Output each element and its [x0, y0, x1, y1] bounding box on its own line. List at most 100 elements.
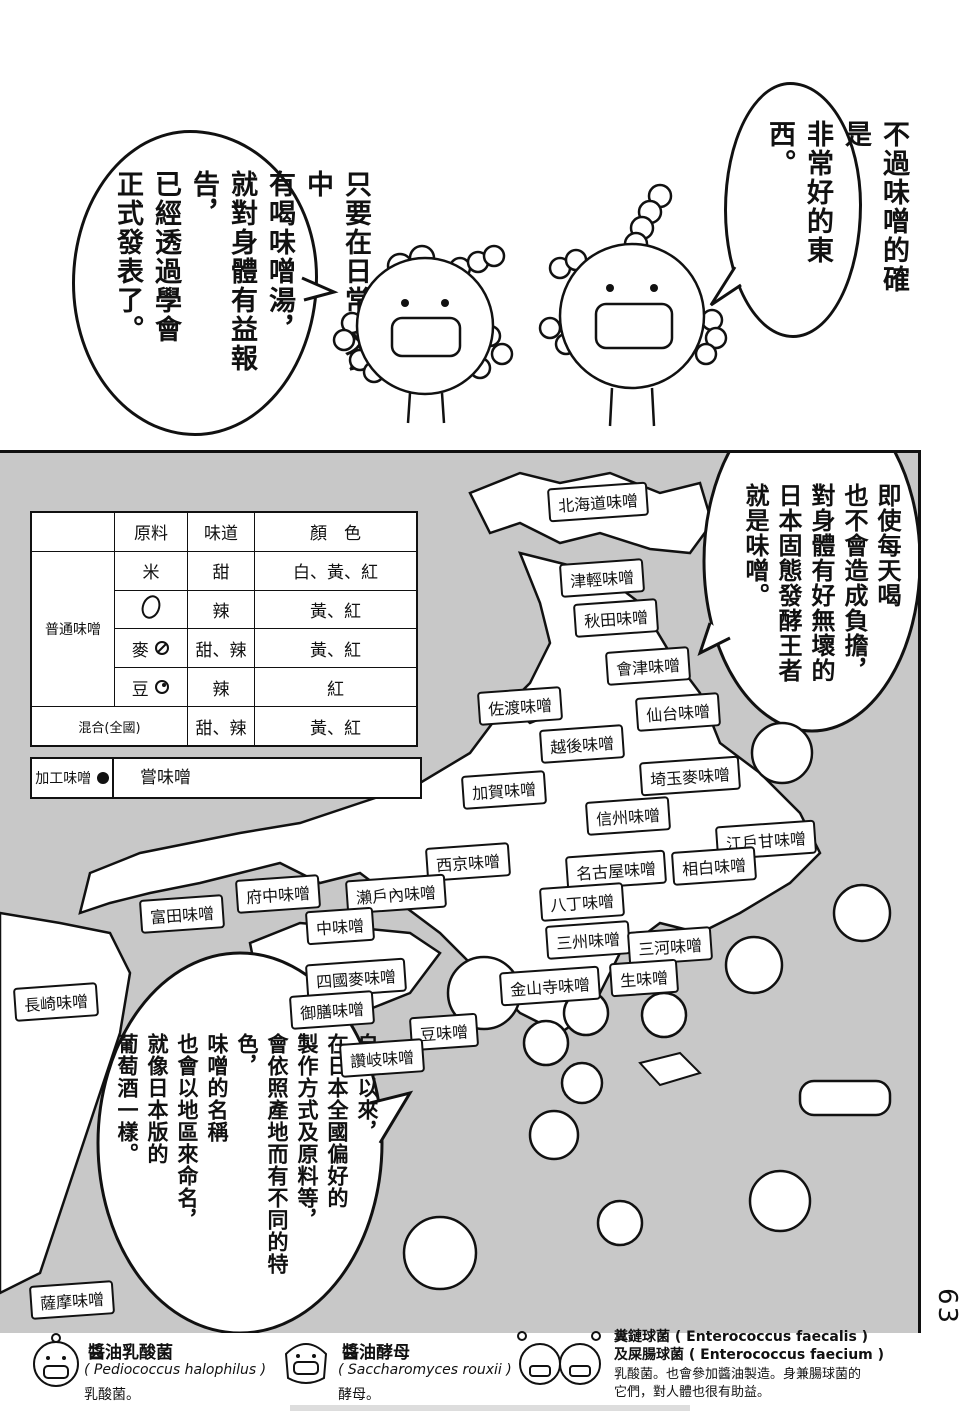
rice-grain-icon — [141, 595, 161, 619]
map-label-nagasaki: 長崎味噌 — [12, 982, 100, 1022]
map-small-island — [638, 1051, 702, 1087]
legend-item2-note: 酵母。 — [338, 1387, 380, 1403]
speech-right-text: 不過味噌的確是 非常好的東西。 — [760, 120, 912, 320]
speech-bubble-left — [72, 130, 318, 436]
map-label-kaga: 加賀味噌 — [460, 770, 548, 810]
table-cell-taste: 甜、辣 — [187, 628, 255, 669]
table-cell-taste: 辣 — [187, 589, 255, 630]
map-label-hokkaido: 北海道味噌 — [546, 481, 650, 523]
processed-miso-label-text: 加工味噌 — [35, 771, 92, 787]
koji-character-map — [750, 721, 814, 785]
table-cell-material-text: 麥 — [131, 640, 149, 661]
table-row: 混合(全國) 甜、辣 黃、紅 — [30, 706, 418, 747]
map-label-naka: 中味噌 — [304, 906, 376, 946]
map-label-sanuki: 讚岐味噌 — [338, 1038, 426, 1078]
table-cell-material: 米 — [114, 550, 188, 591]
legend-item2-title: 醬油酵母 — [342, 1343, 410, 1363]
soy-lactic-bacteria-icon — [33, 1333, 79, 1387]
speech-map-text: 即使每天喝 也不會造成負擔， 對身體有好無壞的 日本固態發酵王者 就是味噌。 — [738, 483, 903, 703]
speech-left-line: 有喝味噌湯， — [264, 170, 295, 344]
map-label-sendai: 仙台味噌 — [634, 692, 722, 732]
speech-right-line: 非常好的東西。 — [764, 120, 833, 265]
table-cell-color: 黃、紅 — [254, 628, 418, 669]
speech-bottom-line: 製作方式及原料等， — [295, 1033, 319, 1231]
speech-bubble-map-tail — [697, 622, 731, 656]
table-cell-color: 紅 — [254, 667, 418, 708]
koji-character-map — [402, 1215, 478, 1291]
speech-bottom-line: 葡萄酒一樣。 — [115, 1033, 139, 1165]
koji-character-right — [538, 183, 728, 427]
table-cell-taste: 辣 — [187, 667, 255, 708]
table-header: 味道 — [187, 511, 255, 552]
speech-bubble-left-tail — [301, 276, 339, 302]
map-label-akita: 秋田味噌 — [572, 598, 660, 638]
speech-map-line: 日本固態發酵王者 — [774, 483, 802, 683]
table-cell-material-rice-icon — [114, 589, 188, 630]
legend-item2-scientific: ( Saccharomyces rouxii ) — [338, 1362, 512, 1378]
speech-bubble-bottom — [96, 951, 384, 1333]
legend-item1-title: 醬油乳酸菌 — [88, 1343, 173, 1363]
table-header-row: 原料 味道 顏 色 — [30, 511, 418, 552]
table-cell-material: 豆 — [114, 667, 188, 708]
speech-left-text: 只要在日常飲食中 有喝味噌湯， 就對身體有益報告， 已經透過學會 正式發表了。 — [108, 170, 374, 400]
legend-item3-title2: 及屎腸球菌 ( Enterococcus faecium ) — [614, 1347, 885, 1363]
table-cell-color: 黃、紅 — [254, 706, 418, 747]
soy-yeast-icon — [284, 1343, 328, 1384]
speech-bottom-line: 會依照產地而有不同的特色， — [235, 1033, 289, 1275]
map-label-sagami: 相白味噌 — [670, 846, 758, 886]
map-label-aizu: 會津味噌 — [604, 646, 692, 686]
speech-bubble-bottom-tail — [369, 1090, 414, 1144]
table-corner-cell — [30, 511, 115, 552]
koji-character-map — [798, 1079, 892, 1117]
processed-miso-label: 加工味噌 — [32, 759, 114, 797]
miso-map-panel: 原料 味道 顏 色 普通味噌 米 甜 白、黃、紅 辣 黃、紅 麥 甜、辣 黃、紅 — [0, 450, 921, 1333]
map-label-hatcho: 八丁味噌 — [538, 882, 626, 922]
legend-item1-note: 乳酸菌。 — [84, 1387, 140, 1403]
speech-map-line: 對身體有好無壞的 — [807, 483, 835, 683]
koji-character-map — [640, 991, 688, 1039]
speech-bubble-map — [702, 453, 918, 733]
speech-right-line: 不過味噌的確是 — [840, 120, 909, 294]
map-label-satsuma: 薩摩味噌 — [28, 1280, 116, 1320]
speech-map-line: 即使每天喝 — [873, 483, 901, 608]
legend-item3-note1: 乳酸菌。也會參加醬油製造。身兼腸球菌的 — [614, 1367, 862, 1382]
koji-character-map — [832, 883, 892, 943]
footer-decoration — [290, 1405, 690, 1411]
map-label-tsugaru: 津輕味噌 — [558, 558, 646, 598]
speech-bubble-right-tail — [709, 266, 742, 307]
legend-item3-note2: 它們，對人體也很有助益。 — [614, 1385, 771, 1400]
table-row: 豆 辣 紅 — [31, 667, 418, 708]
black-dot-icon — [96, 772, 109, 784]
table-group-label: 普通味噌 — [30, 550, 115, 708]
map-label-mikawa-a: 三州味噌 — [544, 920, 632, 960]
speech-map-line: 就是味噌。 — [741, 483, 769, 608]
speech-left-line: 就對身體有益報告， — [188, 170, 257, 373]
speech-left-line: 已經透過學會 — [150, 170, 181, 344]
legend-item1-scientific: ( Pediococcus halophilus ) — [84, 1362, 267, 1378]
map-label-fukuda: 富田味噌 — [138, 894, 226, 934]
table-cell-taste: 甜 — [187, 550, 255, 591]
map-label-shinshu: 信州味噌 — [584, 796, 672, 836]
koji-character-map — [560, 1061, 604, 1105]
table-cell-taste: 甜、辣 — [187, 706, 255, 747]
enterococcus-icon — [517, 1331, 601, 1385]
barley-icon — [155, 640, 170, 655]
page-number: 63 — [932, 1288, 962, 1326]
processed-miso-value: 嘗味噌 — [140, 768, 191, 788]
map-label-kinzanji: 金山寺味噌 — [498, 965, 602, 1007]
map-label-gozen: 御膳味噌 — [288, 990, 376, 1030]
table-cell-color: 黃、紅 — [254, 589, 418, 630]
speech-bubble-right — [724, 82, 862, 338]
table-cell-material: 麥 — [114, 628, 188, 669]
table-header: 原料 — [114, 511, 188, 552]
legend-item3-title1: 糞鏈球菌 ( Enterococcus faecalis ) — [614, 1329, 869, 1345]
table-row: 普通味噌 米 甜 白、黃、紅 — [30, 550, 418, 708]
koji-character-map — [528, 1109, 580, 1161]
koji-character-map — [724, 935, 784, 995]
japan-map — [0, 453, 918, 1333]
speech-bottom-line: 味噌的名稱 — [205, 1033, 229, 1143]
koji-character-map — [748, 1169, 812, 1233]
processed-miso-row: 加工味噌 嘗味噌 — [30, 757, 422, 799]
speech-left-line: 正式發表了。 — [112, 170, 143, 344]
koji-character-map — [596, 1199, 644, 1247]
